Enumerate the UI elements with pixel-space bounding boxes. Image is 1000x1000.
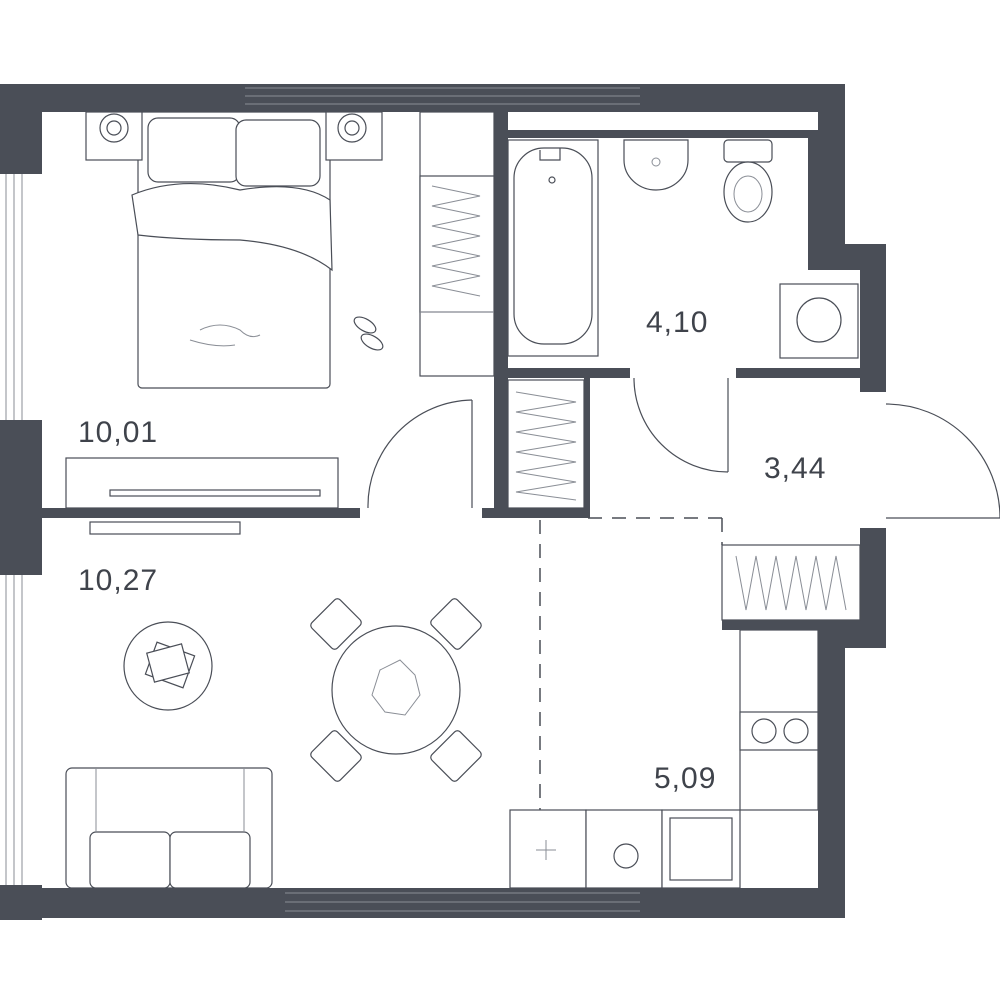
hall-closet	[507, 379, 585, 509]
area-label-bathroom: 4,10	[646, 306, 708, 339]
area-label-kitchen: 5,09	[654, 762, 716, 795]
coffee-table	[123, 621, 213, 711]
toilet	[723, 139, 773, 223]
sofa	[65, 767, 273, 889]
kitchen-counter	[509, 629, 819, 889]
nightstands	[85, 111, 383, 161]
windows	[5, 87, 640, 912]
area-label-bedroom: 10,01	[78, 416, 158, 449]
bedroom-wardrobe	[419, 111, 495, 377]
area-label-living: 10,27	[78, 564, 158, 597]
bathtub	[507, 139, 599, 357]
bed	[131, 111, 333, 389]
area-label-hall: 3,44	[764, 452, 826, 485]
tv-unit	[65, 457, 339, 535]
entry-wardrobe	[721, 544, 861, 621]
zone-dividers	[539, 517, 723, 888]
sink	[623, 139, 689, 191]
doors	[367, 377, 1000, 519]
washing-machine	[779, 283, 859, 359]
slippers	[353, 316, 384, 351]
area-labels: 10,01 10,27 4,10 3,44 5,09	[78, 306, 826, 795]
walls	[0, 84, 886, 920]
dining-set	[310, 598, 482, 782]
